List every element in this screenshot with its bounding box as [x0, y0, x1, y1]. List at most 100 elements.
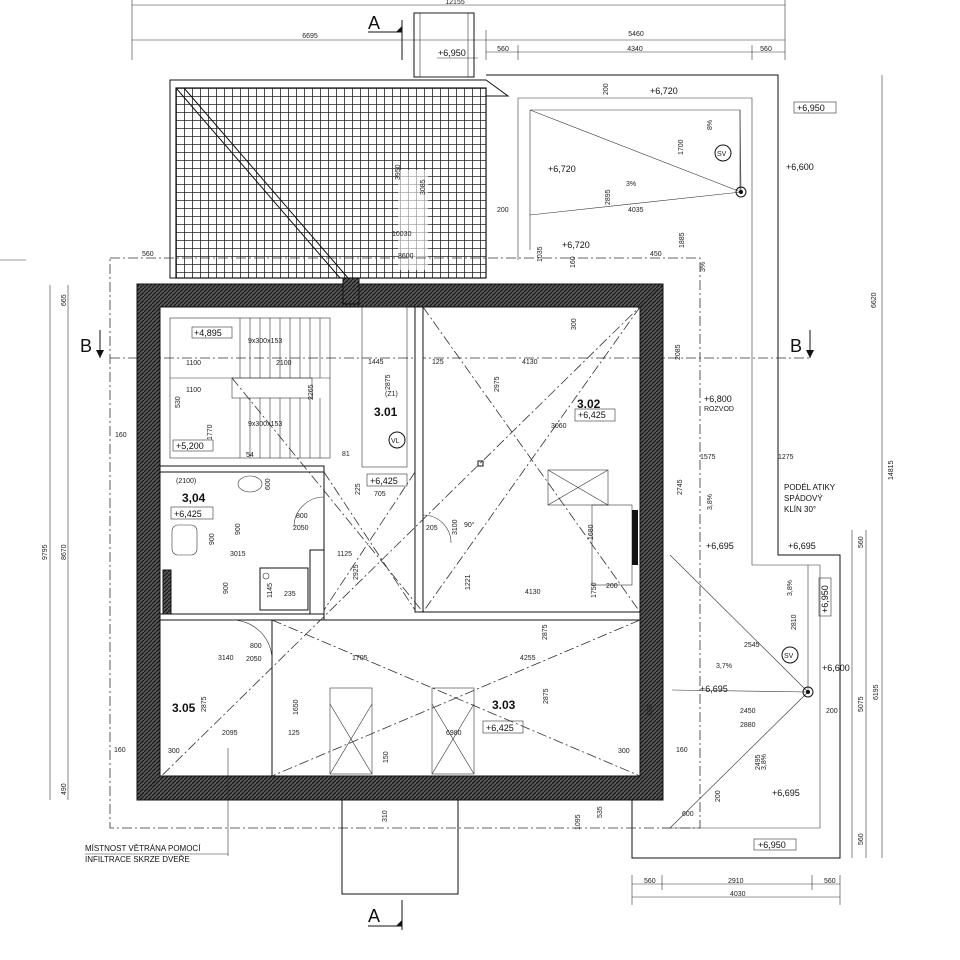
stair-level-bottom: +5,200	[176, 441, 204, 451]
dim-w-1275: 1275	[778, 454, 794, 461]
room-304: (2100) 3,04 +6,425 600 900 800 2050 900 …	[170, 475, 325, 615]
dim-w-600: 600	[647, 704, 654, 716]
dim-bot-4030: 4030	[730, 891, 746, 898]
dim-roof-9: 160	[570, 256, 577, 268]
level-6720-b: +6,720	[548, 164, 576, 174]
vl-label: VL	[391, 438, 400, 445]
entry-steps-bottom	[341, 799, 459, 895]
dim-w-2050b: 2050	[246, 656, 262, 663]
dim-w-705: 705	[374, 491, 386, 498]
room-305-label: 3.05	[172, 701, 196, 715]
section-cut-b: B B	[80, 330, 814, 359]
dim-w-3140: 3140	[218, 655, 234, 662]
section-cut-a-bottom: A	[368, 900, 403, 930]
dim-roof-7: 1885	[679, 232, 686, 248]
dim-top-total: 12155	[445, 0, 465, 6]
dim-top-r3: 560	[760, 46, 772, 53]
dim-w-160c: 160	[676, 747, 688, 754]
slope-2: 3%	[700, 262, 707, 272]
dim-roof-4: 4035	[628, 207, 644, 214]
dim-w-235: 235	[284, 591, 296, 598]
dim-w-2875c: 2875	[543, 688, 550, 704]
atika-note-1: PODÉL ATIKY	[784, 483, 836, 492]
dim-w-2085: 2085	[675, 344, 682, 360]
glass-skylight: 3950 3085 10030 8600	[169, 79, 510, 279]
level-top-left: +6,950	[438, 48, 466, 58]
bottom-dimensions: 560 2910 560 4030	[631, 875, 841, 905]
rozvod-label: ROZVOD	[704, 406, 734, 413]
dim-glass-2: 3085	[420, 179, 427, 195]
dim-w-4130b: 4130	[525, 589, 541, 596]
stair-level-top: +4,895	[194, 328, 222, 338]
dim-w-4255: 4255	[520, 655, 536, 662]
room-301-label: 3.01	[374, 405, 398, 419]
dim-w-2875d: 2875	[542, 624, 549, 640]
roof-overhang-line	[109, 257, 701, 829]
dim-w-2450: 2450	[740, 708, 756, 715]
dim-glass-1: 3950	[395, 164, 402, 180]
dim-w-530: 530	[175, 396, 182, 408]
dim-roof-1: 200	[603, 83, 610, 95]
dim-right-560b: 560	[858, 833, 865, 845]
vent-note-1: MÍSTNOST VĚTRÁNA POMOCÍ	[85, 844, 201, 853]
dim-w-200b: 200	[826, 708, 838, 715]
right-dimensions: 14815 6620 5075 6195 560 560	[851, 75, 895, 858]
chimney-outline-top	[413, 12, 475, 78]
room-302-label: 3.02	[577, 397, 601, 411]
dim-w-3100: 3100	[452, 519, 459, 535]
dim-w-2095: 2095	[222, 730, 238, 737]
room-302: 125 4130 2975 3.02 +6,425 3060 300 2085 …	[422, 306, 794, 613]
dim-w-160: 160	[115, 432, 127, 439]
dim-w-300c: 300	[618, 748, 630, 755]
dim-w-1705: 1705	[352, 655, 368, 662]
vent-note-2: INFILTRACE SKRZE DVEŘE	[85, 855, 190, 864]
stair-spec-2: 9x300x153	[248, 421, 282, 428]
dim-w-1445: 1445	[368, 359, 384, 366]
level-6720-a: +6,720	[650, 86, 678, 96]
dim-w-54: 54	[246, 452, 254, 459]
deg-90: 90°	[464, 521, 475, 529]
room-301-level: +6,425	[370, 476, 398, 486]
door-2100-label: (2100)	[176, 478, 196, 485]
room-304-level: +6,425	[174, 509, 202, 519]
dim-w-1100a: 1100	[186, 360, 201, 367]
slope-1: 3%	[626, 181, 636, 188]
dim-w-2265: 2265	[308, 384, 315, 400]
dim-w-200c: 200	[715, 790, 722, 802]
level-6695-b: +6,695	[788, 541, 816, 551]
dim-roof-2: 1700	[678, 139, 685, 155]
level-6800: +6,800	[704, 394, 732, 404]
level-6720-c: +6,720	[562, 240, 590, 250]
dim-w-2875b: 2875	[201, 696, 208, 712]
dim-bot-560b: 560	[824, 878, 836, 885]
dim-w-125b: 125	[288, 730, 300, 737]
dim-w-1650: 1650	[293, 699, 300, 715]
slope-3: 3,8%	[707, 494, 714, 510]
dim-top-right: 5460	[628, 31, 644, 38]
section-a-label-top: A	[368, 13, 380, 33]
dim-w-775: 900	[209, 533, 216, 545]
level-6695-d: +6,695	[772, 788, 800, 798]
dim-right-560a: 560	[858, 536, 865, 548]
vl-symbol	[388, 431, 406, 449]
atika-note-2: SPÁDOVÝ	[784, 494, 823, 503]
level-6600-a: +6,600	[786, 162, 814, 172]
dim-w-1125: 1125	[337, 551, 352, 558]
dim-w-800b: 800	[250, 643, 262, 650]
dim-w-2975: 2975	[494, 376, 501, 392]
dim-w-2810: 2810	[791, 614, 798, 630]
dim-w-2495: 2495	[755, 754, 762, 770]
dim-right-6195: 6195	[873, 684, 880, 700]
slope-4: 3,8%	[787, 580, 794, 596]
dim-w-800a: 800	[296, 513, 308, 520]
d-205: 205	[426, 525, 438, 532]
dim-left-560: 560	[142, 251, 154, 258]
ventilation-note: MÍSTNOST VĚTRÁNA POMOCÍ INFILTRACE SKRZE…	[85, 748, 229, 864]
dim-w-2745: 2745	[677, 479, 684, 495]
roof-terrace: SV SV +6,720 +6,950 +6,600 +6,720 +6,720…	[486, 74, 850, 859]
dim-bot-560a: 560	[644, 878, 656, 885]
dim-right-5075: 5075	[858, 696, 865, 712]
top-dimensions: 12155 6695 5460 560 4340 560	[131, 0, 786, 60]
dim-w-160b: 160	[114, 747, 126, 754]
